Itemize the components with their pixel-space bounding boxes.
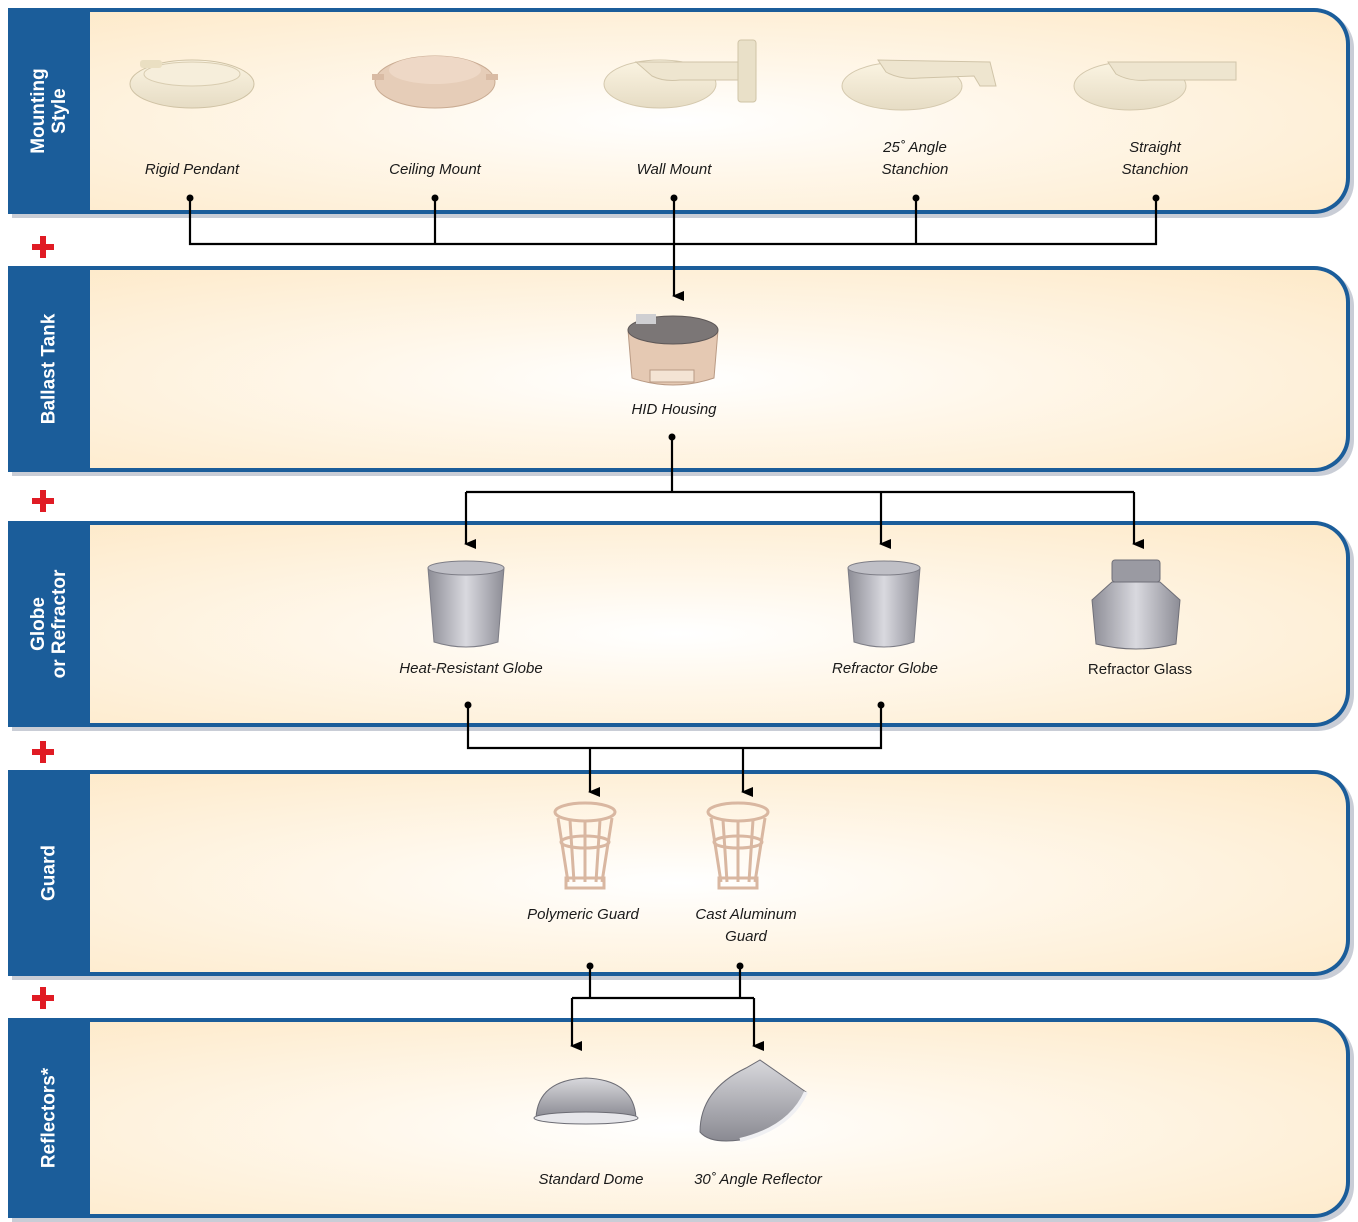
heat-resistant-globe-image: [427, 560, 505, 648]
wall-mount-label: Wall Mount: [636, 161, 712, 178]
standard-dome-label: Standard Dome: [538, 1171, 644, 1188]
ceiling-mount-label: Ceiling Mount: [389, 161, 481, 178]
polymeric-guard-image: [553, 801, 617, 890]
rigid-pendant-image: [129, 59, 255, 109]
plus-icon: [32, 490, 54, 512]
hid-housing-image: [627, 314, 719, 386]
ballast-tank-tab: Ballast Tank: [8, 266, 90, 472]
straight-stanchion-label: Straight Stanchion: [1121, 139, 1189, 178]
refractor-glass-image: [1091, 559, 1181, 650]
refractor-glass-label: Refractor Glass: [1087, 661, 1193, 678]
ballast-tank-band: Ballast Tank: [8, 266, 1354, 476]
polymeric-guard-label: Polymeric Guard: [527, 906, 639, 923]
connector-lines: [188, 200, 1158, 1051]
rigid-pendant-label: Rigid Pendant: [144, 161, 240, 178]
plus-icon: [32, 987, 54, 1009]
reflectors-tab: Reflectors*: [8, 1018, 90, 1218]
angle-stanchion-image: [841, 59, 997, 111]
ceiling-mount-image: [372, 55, 498, 109]
cast-aluminum-guard-image: [706, 801, 770, 890]
angle-reflector-image: [699, 1059, 808, 1142]
reflectors-band: Reflectors*: [8, 1018, 1354, 1222]
wall-mount-image: [603, 39, 757, 109]
connector-dots: [186, 194, 1160, 970]
angle-stanchion-label: 25˚ Angle Stanchion: [881, 139, 949, 178]
guard-band: Guard: [8, 770, 1354, 980]
hid-housing-label: HID Housing: [631, 401, 717, 418]
guard-tab: Guard: [8, 770, 90, 976]
plus-icon: [32, 741, 54, 763]
refractor-globe-label: Refractor Globe: [832, 660, 938, 677]
standard-dome-image: [533, 1077, 639, 1125]
cast-aluminum-guard-label: Cast Aluminum Guard: [695, 906, 797, 945]
refractor-globe-image: [847, 560, 921, 648]
heat-resistant-globe-label: Heat-Resistant Globe: [399, 660, 543, 677]
plus-icon: [32, 236, 54, 258]
straight-stanchion-image: [1073, 61, 1237, 111]
angle-reflector-label: 30˚ Angle Reflector: [694, 1171, 822, 1188]
